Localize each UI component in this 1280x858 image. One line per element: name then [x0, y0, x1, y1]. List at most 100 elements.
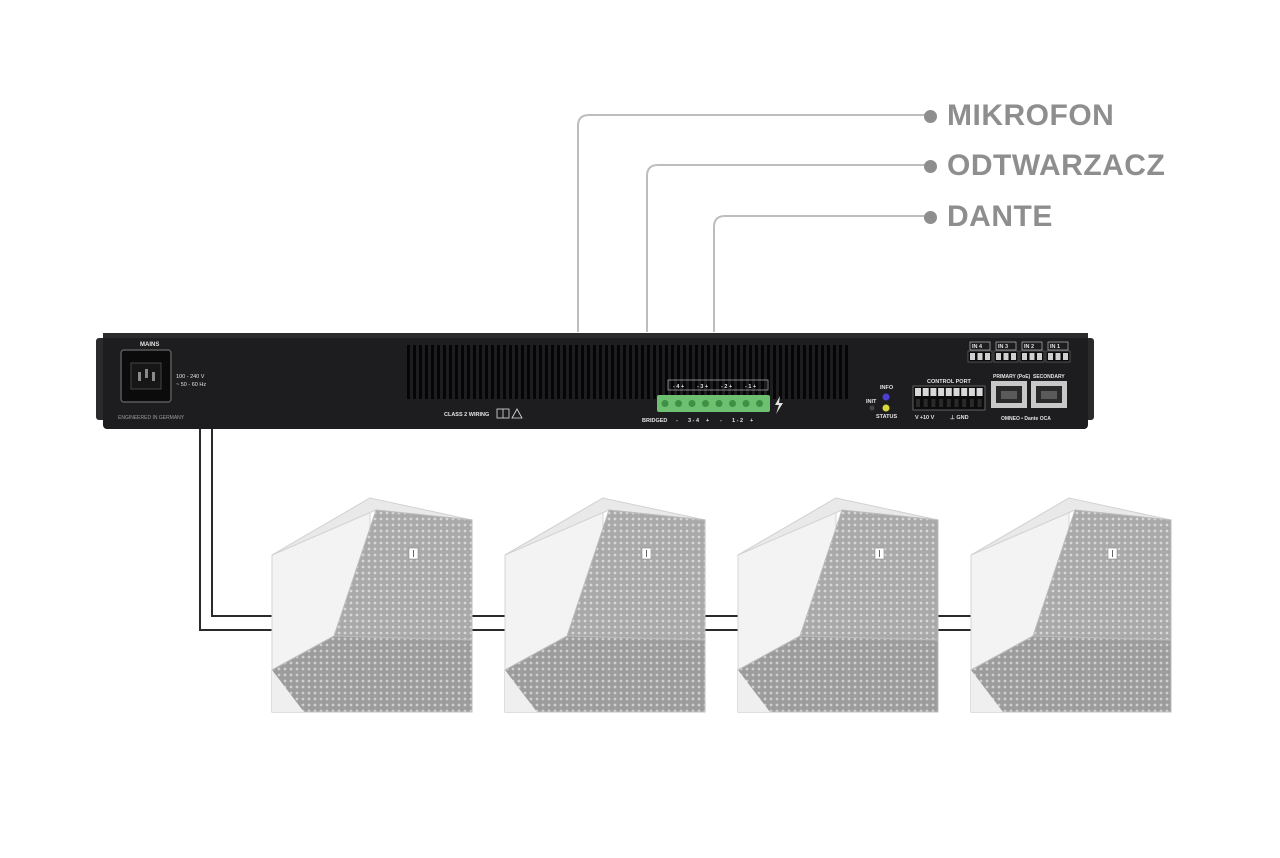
- wire-mikrofon: [577, 114, 925, 332]
- input-name: MIKROFON: [947, 99, 1115, 132]
- vent-slot: [647, 345, 650, 399]
- output-top-label: - 2 +: [721, 384, 732, 390]
- vent-slot: [689, 345, 692, 399]
- lightning-icon: [775, 396, 783, 414]
- vent-slot: [743, 345, 746, 399]
- control-pin-hole: [916, 399, 920, 407]
- vent-slot: [809, 345, 812, 399]
- vent-slot: [617, 345, 620, 399]
- status-label: STATUS: [876, 414, 898, 420]
- vent-slot: [791, 345, 794, 399]
- manual-icon: [496, 408, 510, 419]
- input-pin: [977, 353, 983, 360]
- terminal-screw: [688, 400, 696, 407]
- terminal-screw: [675, 400, 682, 407]
- input-pin: [1055, 353, 1061, 360]
- control-pin: [968, 388, 975, 396]
- vent-slot: [605, 345, 608, 399]
- bullet-icon: [924, 210, 937, 224]
- vent-slot: [419, 345, 422, 399]
- input-pin: [1029, 353, 1035, 360]
- vent-slot: [575, 345, 578, 399]
- vent-slot: [557, 345, 560, 399]
- vent-slot: [569, 345, 572, 399]
- output-top-label: - 4 +: [673, 384, 684, 390]
- vent-slot: [581, 345, 584, 399]
- status-led: [882, 404, 890, 412]
- vent-slot: [749, 345, 752, 399]
- vent-slot: [701, 345, 704, 399]
- init-button[interactable]: [869, 405, 875, 411]
- vent-slot: [695, 345, 698, 399]
- speaker-output-terminal[interactable]: [657, 395, 770, 412]
- input-pin: [1048, 353, 1053, 360]
- bullet-icon: [924, 109, 937, 123]
- vent-slot: [455, 345, 458, 399]
- ventilation-grille: [407, 345, 848, 399]
- vent-slot: [449, 345, 452, 399]
- mains-voltage: 100 - 240 V: [176, 374, 205, 380]
- vent-slot: [485, 345, 488, 399]
- vent-slot: [611, 345, 614, 399]
- primary-network-port[interactable]: [991, 381, 1027, 408]
- vent-slot: [407, 345, 410, 399]
- vent-slot: [653, 345, 656, 399]
- vent-slot: [587, 345, 590, 399]
- vent-slot: [443, 345, 446, 399]
- vent-slot: [821, 345, 824, 399]
- control-pin-hole: [939, 399, 944, 407]
- vent-slot: [839, 345, 842, 399]
- vent-slot: [713, 345, 716, 399]
- input-pin: [1063, 353, 1068, 360]
- terminal-screw: [661, 400, 669, 407]
- wire-dante: [713, 215, 925, 332]
- vent-slot: [683, 345, 686, 399]
- control-pin-hole: [946, 399, 951, 407]
- secondary-network-port[interactable]: [1031, 381, 1067, 408]
- terminal-screw: [702, 400, 709, 407]
- input-label-dante: DANTE: [924, 200, 1053, 233]
- vent-slot: [563, 345, 566, 399]
- input-name: DANTE: [947, 200, 1053, 233]
- output-top-labels: - 4 +- 3 +- 2 +- 1 +: [673, 384, 756, 390]
- control-pin: [945, 388, 952, 396]
- init-label: INIT: [866, 399, 877, 405]
- control-pin: [976, 388, 983, 396]
- vent-slot: [761, 345, 764, 399]
- vent-slot: [737, 345, 740, 399]
- terminal-screw: [715, 400, 723, 407]
- vent-slot: [629, 345, 632, 399]
- vent-slot: [833, 345, 836, 399]
- vent-slot: [551, 345, 554, 399]
- control-pin-hole: [954, 399, 959, 407]
- vent-slot: [707, 345, 710, 399]
- speaker-wire-b: [199, 428, 975, 631]
- vent-slot: [767, 345, 770, 399]
- control-pin: [953, 388, 960, 396]
- network-protocols: OMNEO • Dante OCA: [1001, 416, 1051, 422]
- vent-slot: [803, 345, 806, 399]
- vent-slot: [527, 345, 530, 399]
- output-top-label: - 1 +: [745, 384, 756, 390]
- vent-slot: [719, 345, 722, 399]
- terminal-screw: [729, 400, 736, 407]
- vent-slot: [779, 345, 782, 399]
- input-pin: [1011, 353, 1016, 360]
- vent-slot: [461, 345, 464, 399]
- bridged-label: BRIDGED: [642, 418, 667, 424]
- vent-slot: [521, 345, 524, 399]
- control-pin: [915, 388, 921, 396]
- control-port-ground: ⊥ GND: [950, 414, 969, 421]
- output-bottom-label: 3 - 4: [688, 418, 700, 424]
- vent-slot: [665, 345, 668, 399]
- vent-slot: [431, 345, 434, 399]
- control-pin-hole: [923, 399, 928, 407]
- input-top-label: IN 4: [972, 344, 983, 350]
- control-pin-hole: [977, 399, 982, 407]
- vent-slot: [503, 345, 506, 399]
- vent-slot: [533, 345, 536, 399]
- control-port-pins: [915, 388, 983, 407]
